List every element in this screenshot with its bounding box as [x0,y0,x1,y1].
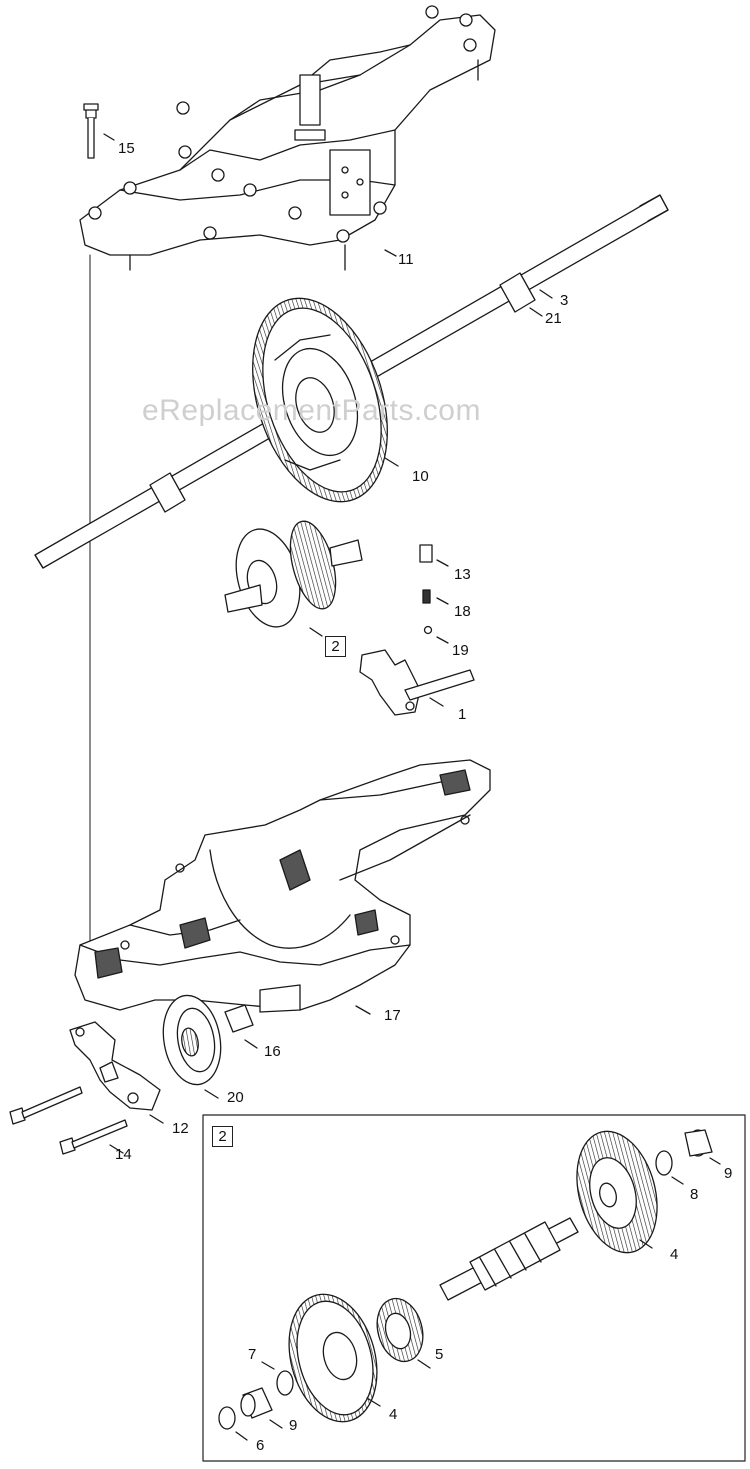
callout-5: 5 [435,1346,444,1363]
callout-19: 19 [452,642,469,659]
upper-housing [79,5,496,271]
ring-gear [252,297,388,503]
inset-bushing-9-top [684,1129,713,1157]
callout-17: 17 [384,1007,401,1024]
callout-12: 12 [172,1120,189,1137]
inset-washer-7 [276,1370,294,1396]
callout-21: 21 [545,310,562,327]
screw-13 [419,544,433,563]
key-16 [224,1004,254,1033]
callout-1: 1 [458,706,467,723]
callout-3: 3 [560,292,569,309]
ball-19 [423,625,433,635]
pulley-20 [162,994,222,1086]
pinion-assembly [224,520,363,628]
callout-4-bottom: 4 [389,1406,398,1423]
callout-8: 8 [690,1186,699,1203]
inset-bevel-gear-top [576,1130,658,1254]
callout-16: 16 [264,1043,281,1060]
callout-10: 10 [412,468,429,485]
callout-9-bottom: 9 [289,1417,298,1434]
inset-gear-bottom [288,1293,378,1423]
callout-13: 13 [454,566,471,583]
pin-18 [422,589,431,604]
callout-6: 6 [256,1437,265,1454]
inset-clip-6 [218,1406,236,1430]
callout-7: 7 [248,1346,257,1363]
callout-14: 14 [115,1146,132,1163]
inset-pinion-shaft [439,1217,579,1301]
shift-fork [359,649,475,716]
bolts-14 [9,1086,128,1155]
inset-frame [202,1114,746,1462]
lower-housing [74,759,491,1013]
callout-18: 18 [454,603,471,620]
inset-spur-gear-5 [376,1297,424,1363]
inset-bushing-9-bottom [240,1387,273,1419]
inset-washer-8 [655,1150,673,1176]
inset-label-2-boxed: 2 [212,1126,233,1147]
callout-15: 15 [118,140,135,157]
callout-4-top: 4 [670,1246,679,1263]
callout-20: 20 [227,1089,244,1106]
callout-11: 11 [398,251,414,268]
bolt-15 [83,103,99,159]
callout-2-boxed: 2 [325,636,346,657]
watermark-text: eReplacementParts.com [142,394,481,427]
callout-9-top: 9 [724,1165,733,1182]
brake-bracket [69,1021,161,1111]
